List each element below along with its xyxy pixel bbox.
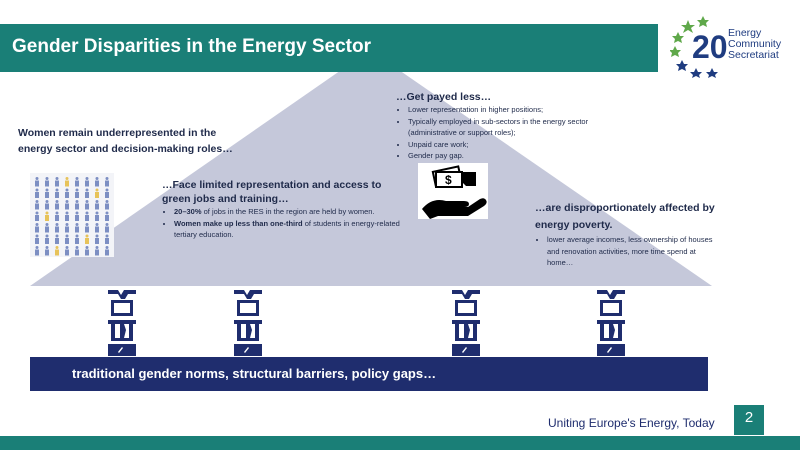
person-figure (95, 200, 99, 210)
list-item: Unpaid care work; (408, 139, 606, 151)
person-figure (65, 234, 69, 244)
person-figure (55, 234, 59, 244)
list-item: 20–30% of jobs in the RES in the region … (174, 206, 402, 218)
person-figure (105, 177, 109, 187)
footer-tagline: Uniting Europe's Energy, Today (548, 416, 715, 430)
poverty-block: …are disproportionately affected by ener… (535, 200, 715, 269)
list-item: Lower representation in higher positions… (408, 104, 606, 116)
person-figure (55, 246, 59, 256)
person-figure (45, 200, 49, 210)
person-figure (55, 177, 59, 187)
logo-line2: Community (728, 38, 782, 50)
poverty-list: lower average incomes, less ownership of… (535, 234, 715, 269)
person-figure (35, 200, 39, 210)
person-figure (65, 246, 69, 256)
person-figure (65, 211, 69, 221)
training-list: 20–30% of jobs in the RES in the region … (162, 206, 402, 241)
person-figure (95, 223, 99, 233)
person-figure (95, 177, 99, 187)
item-bold: 20–30% (174, 207, 202, 216)
person-figure (85, 188, 89, 198)
training-block: …Face limited representation and access … (162, 178, 402, 241)
person-figure (45, 234, 49, 244)
item-text: of students in energy-related tertiary e… (174, 218, 400, 240)
person-figure (45, 211, 49, 221)
lead-text: Women remain underrepresented in the ene… (18, 127, 233, 155)
person-figure (45, 223, 49, 233)
person-figure (85, 223, 89, 233)
foundation-text: traditional gender norms, structural bar… (72, 366, 437, 381)
money-hand-icon: $ (418, 163, 488, 219)
person-figure (75, 234, 79, 244)
people-grid-icon (30, 173, 114, 257)
pay-list: Lower representation in higher positions… (396, 104, 606, 162)
person-figure (105, 200, 109, 210)
logo-line1: Energy (728, 27, 762, 39)
broken-column-icon (452, 290, 480, 356)
title-bar: Gender Disparities in the Energy Sector (0, 24, 658, 72)
person-figure (85, 200, 89, 210)
person-figure (55, 188, 59, 198)
broken-column-icon (108, 290, 136, 356)
list-item: Gender pay gap. (408, 150, 606, 162)
person-figure (65, 188, 69, 198)
person-figure (75, 188, 79, 198)
person-figure (45, 246, 49, 256)
person-figure (105, 211, 109, 221)
poverty-heading: …are disproportionately affected by ener… (535, 202, 715, 231)
person-figure (55, 200, 59, 210)
person-figure (45, 188, 49, 198)
person-figure (95, 246, 99, 256)
pay-block: …Get payed less… Lower representation in… (396, 90, 606, 162)
person-figure (45, 177, 49, 187)
list-item: Typically employed in sub-sectors in the… (408, 116, 606, 139)
footer-bar (0, 436, 800, 450)
person-figure (85, 246, 89, 256)
person-figure (35, 246, 39, 256)
person-figure (95, 211, 99, 221)
person-figure (95, 234, 99, 244)
person-figure (55, 211, 59, 221)
person-figure (75, 211, 79, 221)
person-figure (105, 246, 109, 256)
person-figure (85, 211, 89, 221)
logo-text: Energy Community Secretariat (728, 28, 781, 61)
person-figure (35, 177, 39, 187)
logo-number: 20 (692, 29, 728, 65)
person-figure (35, 188, 39, 198)
person-figure (95, 188, 99, 198)
person-figure (65, 177, 69, 187)
person-figure (75, 200, 79, 210)
person-figure (75, 246, 79, 256)
person-figure (35, 211, 39, 221)
slide-title: Gender Disparities in the Energy Sector (12, 36, 371, 57)
person-figure (35, 223, 39, 233)
person-figure (35, 234, 39, 244)
training-heading: …Face limited representation and access … (162, 179, 382, 205)
person-figure (75, 223, 79, 233)
person-figure (105, 234, 109, 244)
energy-community-logo-icon: 20 (670, 16, 728, 78)
person-figure (65, 200, 69, 210)
person-figure (85, 234, 89, 244)
page-number: 2 (734, 405, 764, 435)
broken-column-icon (597, 290, 625, 356)
broken-column-icon (234, 290, 262, 356)
list-item: lower average incomes, less ownership of… (547, 234, 715, 269)
person-figure (65, 223, 69, 233)
logo-line3: Secretariat (728, 49, 779, 61)
person-figure (75, 177, 79, 187)
item-text: of jobs in the RES in the region are hel… (201, 207, 375, 216)
person-figure (105, 188, 109, 198)
pay-heading: …Get payed less… (396, 91, 492, 103)
list-item: Women make up less than one-third of stu… (174, 218, 402, 241)
svg-text:$: $ (445, 173, 452, 187)
person-figure (55, 223, 59, 233)
person-figure (85, 177, 89, 187)
person-figure (105, 223, 109, 233)
item-bold: Women make up less than one-third (174, 218, 303, 228)
foundation-bar: traditional gender norms, structural bar… (30, 357, 708, 391)
